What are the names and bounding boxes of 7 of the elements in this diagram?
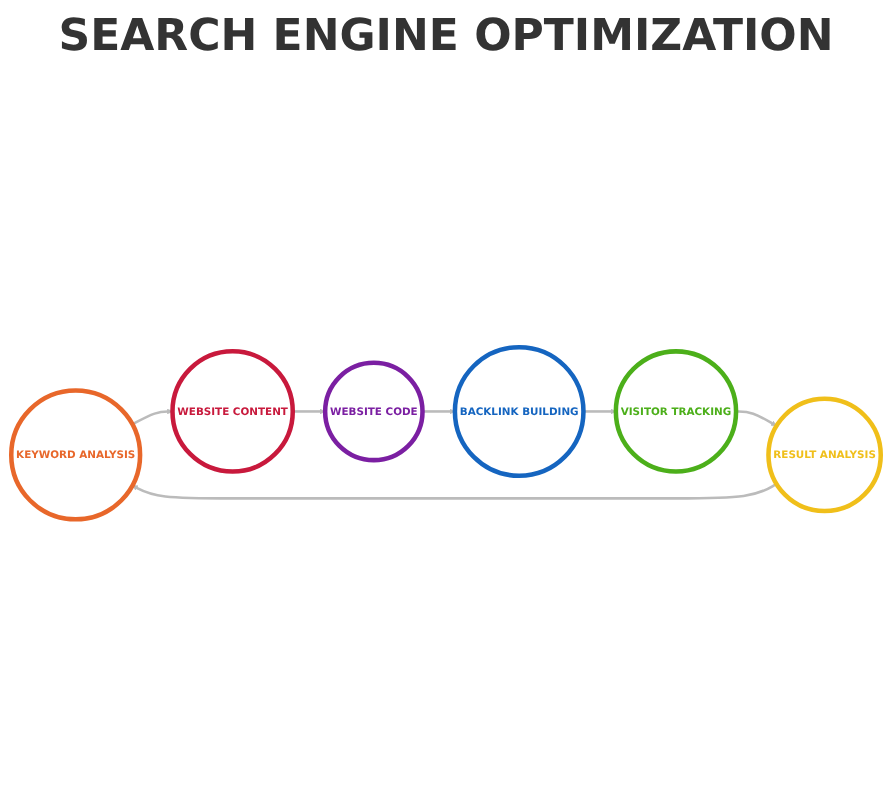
arrow xyxy=(583,408,617,414)
arrow xyxy=(132,482,778,500)
arrow xyxy=(422,408,456,414)
arrow xyxy=(292,408,326,414)
arrow xyxy=(131,408,173,426)
diagram-title: SEARCH ENGINE OPTIMIZATION xyxy=(58,12,834,62)
arrow xyxy=(736,409,777,426)
